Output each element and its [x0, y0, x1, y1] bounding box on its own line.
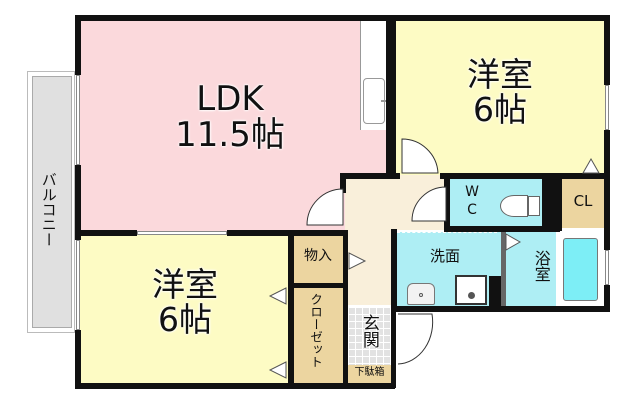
bath-window	[605, 250, 609, 285]
ldk-door-icon	[306, 188, 344, 226]
western-room-1-name: 洋室	[467, 55, 533, 94]
storage	[293, 233, 343, 285]
closet	[293, 288, 343, 383]
wash-basin-icon	[407, 283, 435, 305]
western-room-1-size: 6帖	[473, 89, 527, 129]
storage-door-icon	[348, 252, 367, 270]
entrance	[348, 307, 391, 365]
toilet-tank-icon	[528, 196, 540, 216]
closet-door-icon-2	[268, 361, 287, 379]
wc-line2: C	[467, 201, 477, 218]
wc-door-icon	[411, 186, 447, 222]
balcony: バルコニー	[27, 71, 75, 333]
western-room-2-size: 6帖	[158, 299, 212, 339]
balcony-label: バルコニー	[39, 172, 58, 247]
cl-door-icon	[582, 157, 600, 174]
room1-door-icon	[401, 138, 439, 174]
ldk-size: 11.5帖	[175, 114, 285, 155]
balcony-window-1	[76, 75, 80, 165]
entrance-label: 玄関	[358, 314, 379, 348]
washroom-label: 洗面	[429, 247, 460, 265]
shoe-box-label: 下駄箱	[354, 367, 385, 378]
western-room-1	[396, 20, 606, 175]
western-room-2	[80, 233, 290, 383]
toilet-icon	[500, 195, 528, 217]
closet-cl-label: CL	[573, 192, 593, 210]
wc-label: W C	[462, 184, 482, 219]
storage-label: 物入	[304, 248, 332, 264]
western-room-2-name: 洋室	[152, 265, 218, 304]
bathroom-door-icon	[505, 233, 522, 251]
western-room-2-label: 洋室 6帖	[125, 265, 245, 339]
entrance-door-icon	[397, 313, 434, 365]
wc-line1: W	[465, 184, 479, 200]
shoe-box	[348, 365, 391, 383]
closet-cl	[562, 178, 604, 228]
bedroom-window	[605, 85, 609, 130]
kitchen-sink-icon	[363, 78, 387, 124]
interior-window	[137, 231, 227, 235]
western-room-1-label: 洋室 6帖	[440, 55, 560, 129]
bathroom-label: 浴室	[531, 250, 551, 282]
bathtub-icon	[563, 238, 598, 301]
washing-machine-pan-icon	[455, 275, 487, 305]
ldk-name: LDK	[196, 79, 264, 119]
closet-door-icon-1	[268, 287, 287, 305]
ldk-label: LDK 11.5帖	[150, 79, 310, 155]
balcony-window-2	[76, 240, 80, 330]
closet-label: クローゼット	[308, 293, 324, 368]
